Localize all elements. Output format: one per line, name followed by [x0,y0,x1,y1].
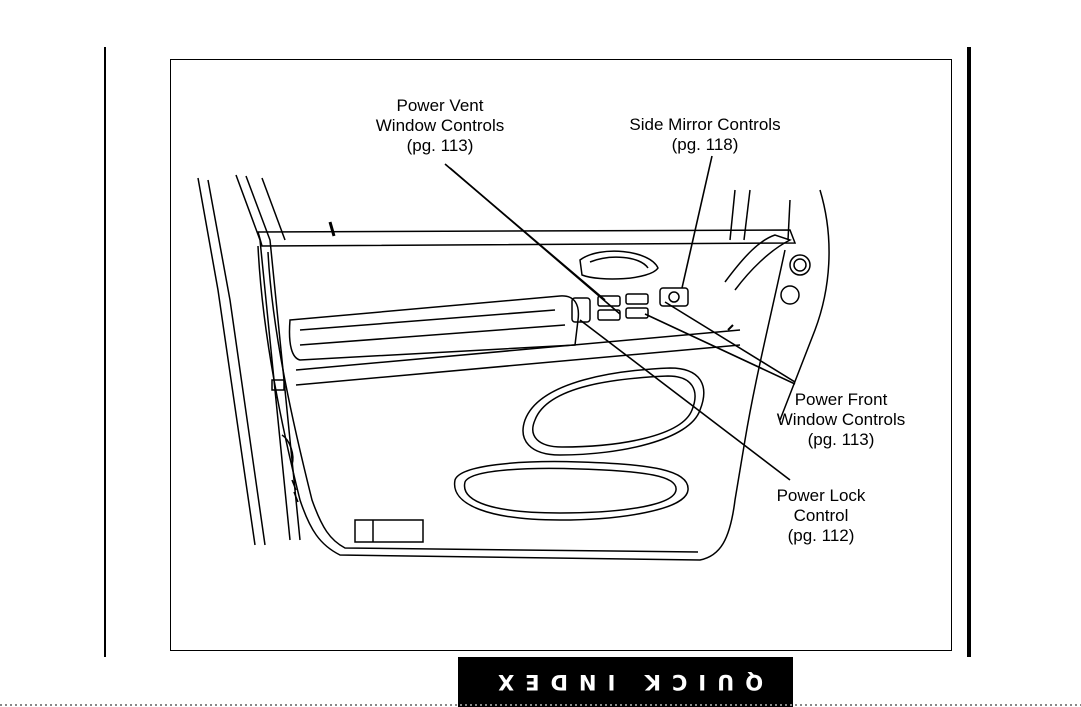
callout-line: Control [752,506,890,526]
quick-index-tab[interactable]: QUICK INDEX [458,657,793,707]
quick-index-label: QUICK INDEX [487,670,763,694]
power-vent-callout: Power Vent Window Controls (pg. 113) [355,96,525,156]
callout-line: Window Controls [762,410,920,430]
power-lock-callout: Power Lock Control (pg. 112) [752,486,890,546]
side-mirror-callout: Side Mirror Controls (pg. 118) [610,115,800,155]
power-front-window-callout: Power Front Window Controls (pg. 113) [762,390,920,450]
callout-line: Power Front [762,390,920,410]
callout-page-ref[interactable]: (pg. 113) [762,430,920,450]
bottom-border [0,704,1081,706]
callout-page-ref[interactable]: (pg. 112) [752,526,890,546]
callout-line: Side Mirror Controls [610,115,800,135]
callout-page-ref[interactable]: (pg. 118) [610,135,800,155]
callout-line: Window Controls [355,116,525,136]
callout-line: Power Lock [752,486,890,506]
callout-page-ref[interactable]: (pg. 113) [355,136,525,156]
callout-line: Power Vent [355,96,525,116]
